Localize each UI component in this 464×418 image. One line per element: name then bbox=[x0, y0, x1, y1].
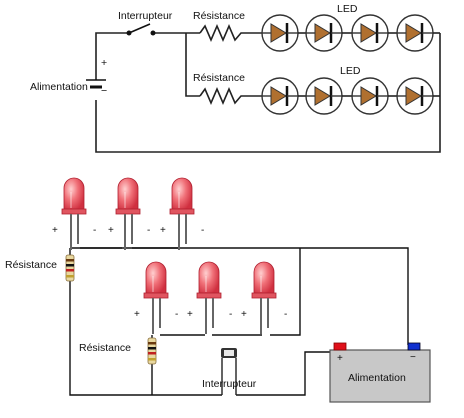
sign-label: - bbox=[93, 225, 96, 236]
power-supply-box bbox=[329, 342, 431, 403]
breadboard-wires bbox=[69, 247, 409, 396]
upper-led-row bbox=[61, 177, 195, 251]
resistor-symbol-bottom bbox=[199, 86, 262, 106]
lower-led-row bbox=[143, 261, 277, 335]
resistor-label-lower: Résistance bbox=[79, 342, 131, 354]
led-symbol bbox=[350, 13, 390, 53]
switch-label: Interrupteur bbox=[118, 10, 173, 22]
led-symbol bbox=[350, 76, 390, 116]
resistor-symbol-top bbox=[199, 23, 262, 43]
led-branch-top bbox=[260, 13, 440, 53]
supply-plus-sign: + bbox=[101, 57, 107, 69]
led-symbol bbox=[395, 13, 435, 53]
switch-symbol bbox=[126, 23, 156, 36]
red-led bbox=[169, 177, 195, 251]
supply-minus-sign: − bbox=[101, 85, 107, 97]
sign-label: - bbox=[229, 309, 232, 320]
red-led bbox=[61, 177, 87, 251]
switch-label-bottom: Interrupteur bbox=[202, 378, 257, 390]
red-led bbox=[115, 177, 141, 251]
sign-label: - bbox=[147, 225, 150, 236]
led-symbol bbox=[260, 76, 300, 116]
minus-terminal bbox=[407, 342, 421, 351]
switch-component bbox=[221, 348, 237, 395]
sign-label: - bbox=[201, 225, 204, 236]
sign-label: + bbox=[160, 225, 166, 236]
supply-label: Alimentation bbox=[30, 81, 88, 93]
battery-symbol bbox=[86, 79, 106, 89]
led-symbol bbox=[395, 76, 435, 116]
led-symbol bbox=[304, 13, 344, 53]
resistor-component-upper bbox=[65, 254, 75, 282]
sign-label: + bbox=[52, 225, 58, 236]
supply-box-label: Alimentation bbox=[348, 372, 406, 384]
plus-terminal bbox=[333, 342, 347, 351]
sign-label: + bbox=[134, 309, 140, 320]
red-led bbox=[251, 261, 277, 335]
led-label-bottom: LED bbox=[340, 65, 361, 77]
upper-sign-labels: + - + - + - bbox=[52, 225, 204, 236]
resistor-label-bottom: Résistance bbox=[193, 72, 245, 84]
lower-sign-labels: + - + - + - bbox=[134, 309, 287, 320]
supply-minus-label: − bbox=[410, 352, 416, 363]
sign-label: + bbox=[187, 309, 193, 320]
red-led bbox=[143, 261, 169, 335]
resistor-component-lower bbox=[147, 337, 157, 365]
led-symbol bbox=[304, 76, 344, 116]
supply-plus-label: + bbox=[337, 353, 343, 364]
sign-label: + bbox=[108, 225, 114, 236]
resistor-label-upper: Résistance bbox=[5, 259, 57, 271]
led-label-top: LED bbox=[337, 3, 358, 15]
sign-label: + bbox=[241, 309, 247, 320]
led-symbol bbox=[260, 13, 300, 53]
schematic-wires bbox=[95, 32, 441, 153]
red-led bbox=[196, 261, 222, 335]
led-branch-bottom bbox=[260, 76, 440, 116]
sign-label: - bbox=[175, 309, 178, 320]
sign-label: - bbox=[284, 309, 287, 320]
resistor-label-top: Résistance bbox=[193, 10, 245, 22]
